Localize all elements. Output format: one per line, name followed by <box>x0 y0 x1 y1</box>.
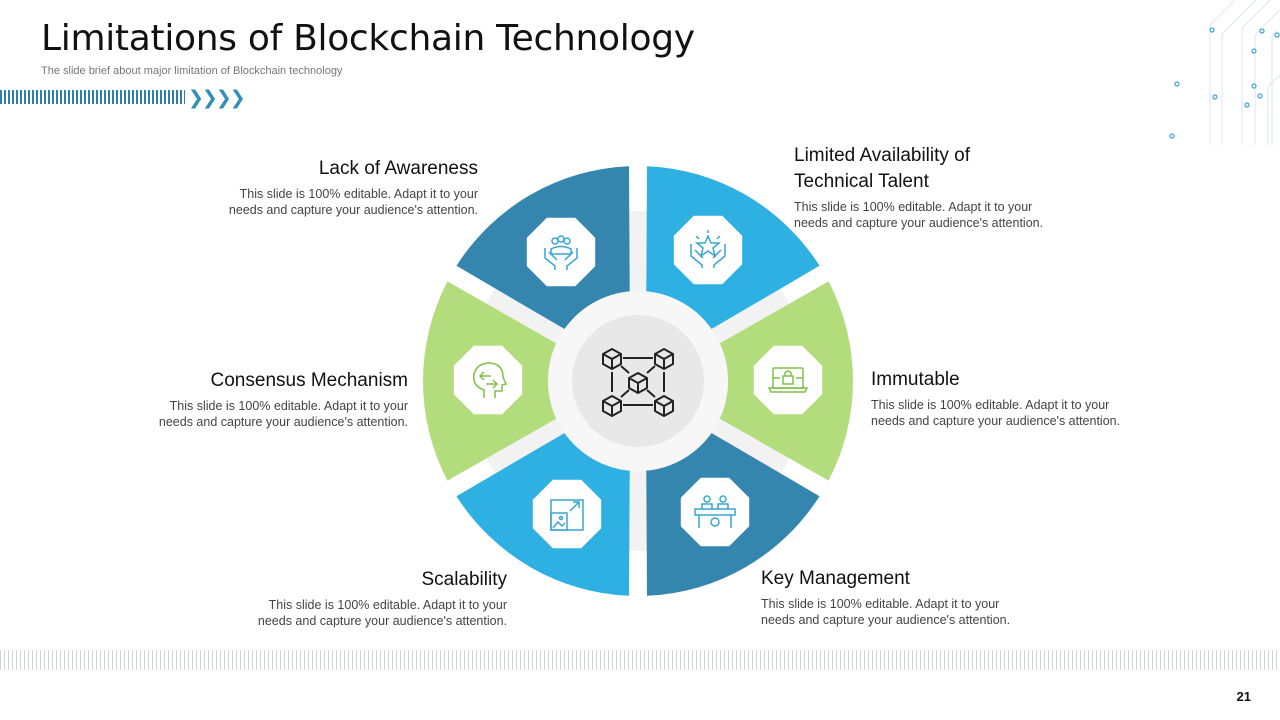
scale-image-icon <box>550 499 584 531</box>
limited-availability-text: This slide is 100% editable. Adapt it to… <box>794 199 1074 231</box>
immutable-block: Immutable This slide is 100% editable. A… <box>871 367 1161 429</box>
head-arrows-icon <box>472 362 508 398</box>
key-management-block: Key Management This slide is 100% editab… <box>761 566 1051 628</box>
page-title: Limitations of Blockchain Technology <box>41 18 695 59</box>
immutable-badge <box>753 345 823 415</box>
consensus-mechanism-text: This slide is 100% editable. Adapt it to… <box>108 398 408 430</box>
consensus-mechanism-block: Consensus Mechanism This slide is 100% e… <box>108 368 408 430</box>
text-line: This slide is 100% editable. Adapt it to… <box>871 398 1110 412</box>
team-desk-icon <box>694 495 736 528</box>
scalability-text: This slide is 100% editable. Adapt it to… <box>207 597 507 629</box>
lack-of-awareness-block: Lack of Awareness This slide is 100% edi… <box>178 156 478 218</box>
title-line: Limited Availability of <box>794 145 971 166</box>
consensus-mechanism-title: Consensus Mechanism <box>210 370 408 391</box>
immutable-text: This slide is 100% editable. Adapt it to… <box>871 397 1161 429</box>
scalability-block: Scalability This slide is 100% editable.… <box>207 567 507 629</box>
circuit-decoration-icon <box>1169 0 1280 145</box>
accent-bar <box>0 90 185 104</box>
limited-availability-block: Limited Availability of Technical Talent… <box>794 143 1074 231</box>
bottom-stripe <box>0 650 1280 670</box>
key-badge <box>680 477 750 547</box>
scalability-title: Scalability <box>421 569 507 590</box>
title-line: Technical Talent <box>794 171 929 192</box>
text-line: needs and capture your audience's attent… <box>257 614 507 628</box>
text-line: needs and capture your audience's attent… <box>228 203 478 217</box>
text-line: needs and capture your audience's attent… <box>794 216 1044 230</box>
hands-star-icon <box>690 230 726 268</box>
text-line: needs and capture your audience's attent… <box>158 415 408 429</box>
hands-people-icon <box>544 235 578 270</box>
lack-of-awareness-title: Lack of Awareness <box>318 158 478 179</box>
text-line: This slide is 100% editable. Adapt it to… <box>169 399 408 413</box>
center-disc <box>572 315 704 447</box>
text-line: This slide is 100% editable. Adapt it to… <box>268 598 507 612</box>
blockchain-cubes-icon <box>602 348 674 417</box>
limited-availability-title: Limited Availability of Technical Talent <box>794 143 1074 195</box>
text-line: This slide is 100% editable. Adapt it to… <box>761 597 1000 611</box>
text-line: This slide is 100% editable. Adapt it to… <box>239 187 478 201</box>
consensus-badge <box>453 345 523 415</box>
lack-badge <box>526 217 596 287</box>
page-number: 21 <box>1236 689 1251 704</box>
lack-of-awareness-text: This slide is 100% editable. Adapt it to… <box>178 186 478 218</box>
chevron-right-icon: ❯❯❯❯ <box>188 87 246 109</box>
page-subtitle: The slide brief about major limitation o… <box>41 65 343 77</box>
limited-badge <box>673 215 743 285</box>
text-line: This slide is 100% editable. Adapt it to… <box>794 200 1033 214</box>
text-line: needs and capture your audience's attent… <box>761 613 1011 627</box>
key-management-title: Key Management <box>761 568 910 589</box>
key-management-text: This slide is 100% editable. Adapt it to… <box>761 596 1051 628</box>
immutable-title: Immutable <box>871 369 960 390</box>
laptop-lock-icon <box>767 367 809 393</box>
text-line: needs and capture your audience's attent… <box>871 414 1121 428</box>
